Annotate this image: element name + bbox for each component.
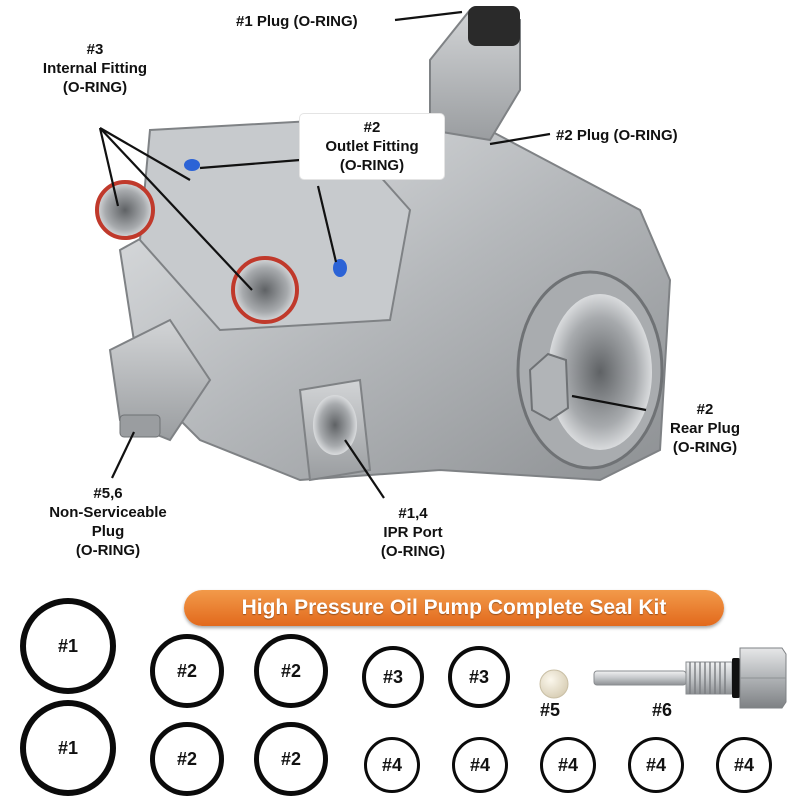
callout-outlet-fitting: #2 Outlet Fitting (O-RING) xyxy=(300,114,444,179)
callout-ipr-seal: (O-RING) xyxy=(380,543,446,560)
o-ring-label: #1 xyxy=(57,635,79,656)
o-ring-label: #2 xyxy=(176,660,198,681)
internal-fitting xyxy=(95,180,155,240)
o-ring-label: #2 xyxy=(280,660,302,681)
callout-nonserv-name: Non-Serviceable xyxy=(49,504,167,521)
blue-seal-right xyxy=(333,259,347,277)
o-ring: #3 xyxy=(362,646,424,708)
seal-kit-banner: High Pressure Oil Pump Complete Seal Kit xyxy=(184,590,724,626)
callout-nonserv-number: #5,6 xyxy=(93,485,123,502)
callout-plug-2: #2 Plug (O-RING) xyxy=(556,126,678,145)
o-ring-label: #4 xyxy=(557,754,579,775)
o-ring-label: #1 xyxy=(57,737,79,758)
callout-nonserv-type: Plug xyxy=(91,523,125,540)
rear-plug-hex xyxy=(528,352,570,422)
o-ring: #2 xyxy=(254,634,328,708)
blue-seal-left xyxy=(184,159,200,171)
o-ring-label: #4 xyxy=(645,754,667,775)
callout-non-serviceable-plug: #5,6 Non-Serviceable Plug (O-RING) xyxy=(36,484,180,560)
callout-outlet-seal: (O-RING) xyxy=(339,157,405,174)
callout-ipr-name: IPR Port xyxy=(383,524,443,541)
threaded-plug-label: #6 xyxy=(652,700,673,720)
callout-internal-seal: (O-RING) xyxy=(62,79,128,96)
o-ring: #4 xyxy=(364,737,420,793)
callout-nonserv-seal: (O-RING) xyxy=(75,542,141,559)
o-ring: #4 xyxy=(628,737,684,793)
callout-ipr-port: #1,4 IPR Port (O-RING) xyxy=(368,504,458,561)
ipr-port xyxy=(313,395,357,455)
leader-lines xyxy=(98,10,647,499)
check-ball-icon xyxy=(539,669,569,699)
check-ball-label: #5 xyxy=(540,700,561,720)
callout-internal-name: Internal Fitting xyxy=(42,60,148,77)
callout-plug-2-text: #2 Plug (O-RING) xyxy=(556,127,678,144)
callout-plug-1-text: #1 Plug (O-RING) xyxy=(236,13,358,30)
o-ring: #3 xyxy=(448,646,510,708)
o-ring: #4 xyxy=(452,737,508,793)
callout-outlet-number: #2 xyxy=(363,119,381,136)
top-plug-cap xyxy=(468,6,520,46)
o-ring-label: #4 xyxy=(381,754,403,775)
lower-boss xyxy=(108,318,212,442)
o-ring: #4 xyxy=(716,737,772,793)
o-ring: #4 xyxy=(540,737,596,793)
callout-ipr-number: #1,4 xyxy=(398,505,428,522)
callout-outlet-name: Outlet Fitting xyxy=(325,138,419,155)
o-ring-label: #2 xyxy=(176,748,198,769)
callout-rear-number: #2 xyxy=(696,401,714,418)
callout-rear-name: Rear Plug xyxy=(669,420,741,437)
o-ring: #2 xyxy=(150,722,224,796)
non-serviceable-plug xyxy=(119,414,161,438)
o-ring-label: #4 xyxy=(733,754,755,775)
o-ring-label: #3 xyxy=(382,666,404,687)
outlet-fitting xyxy=(231,256,299,324)
callout-rear-plug: #2 Rear Plug (O-RING) xyxy=(650,400,760,457)
callout-plug-1: #1 Plug (O-RING) xyxy=(236,12,358,31)
callout-internal-fitting: #3 Internal Fitting (O-RING) xyxy=(26,40,164,97)
o-ring-label: #4 xyxy=(469,754,491,775)
o-ring: #2 xyxy=(254,722,328,796)
callout-rear-seal: (O-RING) xyxy=(672,439,738,456)
callout-internal-number: #3 xyxy=(86,41,104,58)
o-ring: #1 xyxy=(20,598,116,694)
threaded-plug-icon xyxy=(593,647,787,709)
o-ring-label: #3 xyxy=(468,666,490,687)
o-ring-label: #2 xyxy=(280,748,302,769)
o-ring: #2 xyxy=(150,634,224,708)
o-ring: #1 xyxy=(20,700,116,796)
